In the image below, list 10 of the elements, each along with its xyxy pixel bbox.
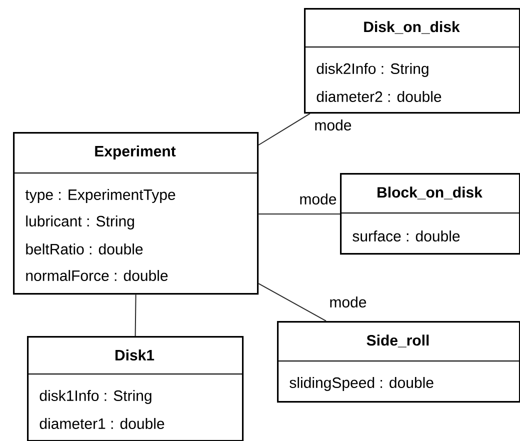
edge-label: mode <box>328 295 368 308</box>
class-box: Side_roll slidingSpeed : double <box>276 321 520 403</box>
association-line <box>258 283 326 322</box>
edge-label: mode <box>298 192 338 206</box>
class-box: Block_on_disk surface : double <box>340 173 520 255</box>
edge-label: mode <box>313 118 353 132</box>
class-box: Experiment type : ExperimentType lubricant : String beltRatio : double normalForce : double <box>12 132 259 295</box>
class-box: Disk1 disk1Info : String diameter1 : double <box>26 336 244 441</box>
association-line <box>258 113 310 146</box>
association-line <box>134 294 136 336</box>
